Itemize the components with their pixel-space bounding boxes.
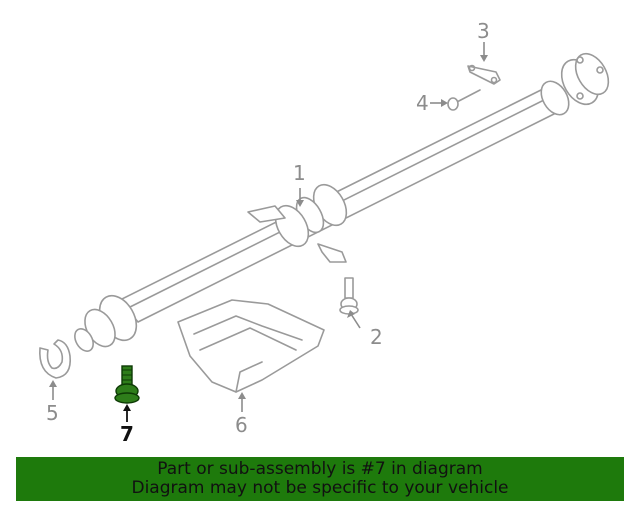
drive-shaft — [74, 52, 610, 352]
callout-2: 2 — [370, 325, 383, 349]
clip-part-3 — [467, 64, 501, 85]
banner-line-2: Diagram may not be specific to your vehi… — [131, 478, 509, 498]
bolt-part-2 — [339, 277, 359, 315]
center-support-bracket — [247, 205, 347, 263]
callout-4: 4 — [416, 91, 429, 115]
callout-7-highlighted[interactable]: 7 — [120, 422, 134, 446]
callout-5: 5 — [46, 401, 59, 425]
callout-1: 1 — [293, 161, 306, 185]
callout-6: 6 — [235, 413, 248, 437]
callout-3: 3 — [477, 19, 490, 43]
clamp-part-5 — [39, 339, 72, 379]
heat-shield-part-6 — [177, 299, 325, 393]
banner-line-1: Part or sub-assembly is #7 in diagram — [157, 459, 483, 479]
leader-lines — [49, 42, 488, 422]
part-info-banner: Part or sub-assembly is #7 in diagram Di… — [16, 457, 624, 501]
stud-part-4 — [447, 89, 481, 111]
bolt-part-7-highlighted[interactable] — [114, 365, 140, 404]
